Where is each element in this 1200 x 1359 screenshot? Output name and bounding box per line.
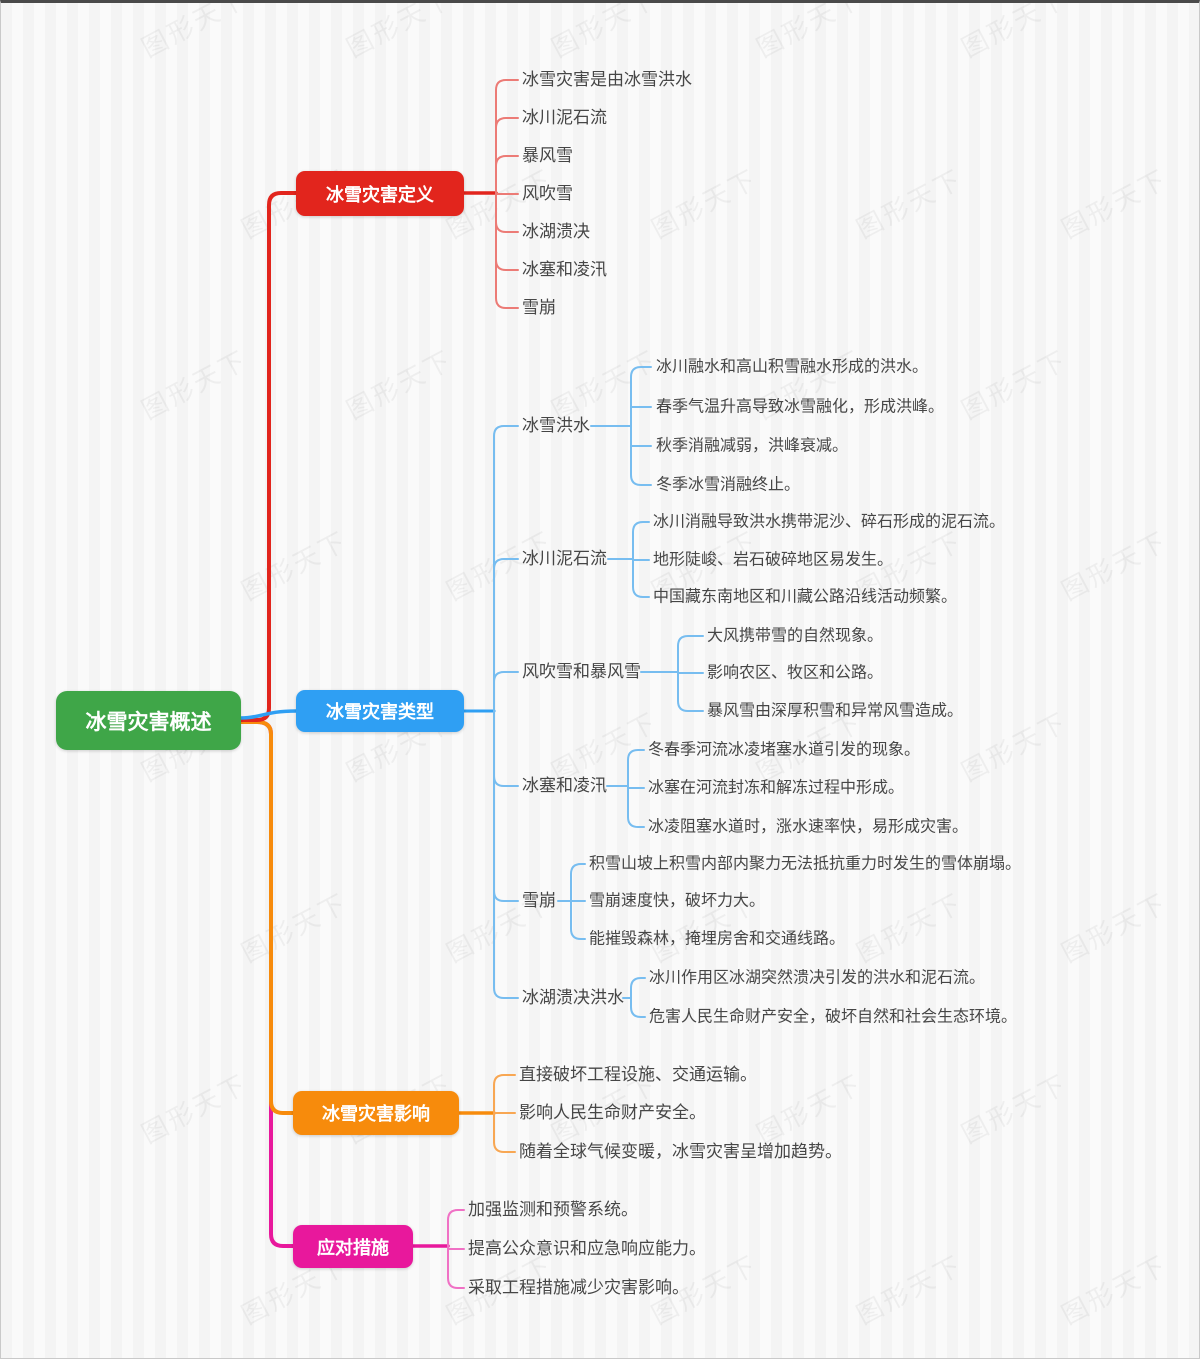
leaf-node[interactable]: 冰川作用区冰湖突然溃决引发的洪水和泥石流。 [649, 969, 986, 987]
topic-node[interactable]: 暴风雪 [522, 145, 573, 165]
branch-node-measures[interactable]: 应对措施 [293, 1225, 413, 1268]
topic-node[interactable]: 雪崩 [522, 297, 556, 317]
topic-node[interactable]: 采取工程措施减少灾害影响。 [468, 1277, 689, 1297]
subtopic-node[interactable]: 雪崩 [522, 890, 556, 910]
root-node[interactable]: 冰雪灾害概述 [56, 691, 241, 750]
leaf-node[interactable]: 中国藏东南地区和川藏公路沿线活动频繁。 [653, 588, 958, 606]
connector-lines [239, 79, 704, 1289]
topic-node[interactable]: 冰湖溃决 [522, 221, 590, 241]
branch-node-definition[interactable]: 冰雪灾害定义 [296, 171, 464, 216]
topic-node[interactable]: 直接破坏工程设施、交通运输。 [519, 1064, 757, 1084]
leaf-node[interactable]: 冰塞在河流封冻和解冻过程中形成。 [648, 779, 905, 797]
leaf-node[interactable]: 冰凌阻塞水道时，涨水速率快，易形成灾害。 [648, 818, 969, 836]
leaf-node[interactable]: 冬春季河流冰凌堵塞水道引发的现象。 [648, 741, 921, 759]
topic-node[interactable]: 冰川泥石流 [522, 107, 607, 127]
leaf-node[interactable]: 积雪山坡上积雪内部内聚力无法抵抗重力时发生的雪体崩塌。 [589, 855, 1022, 873]
subtopic-node[interactable]: 风吹雪和暴风雪 [522, 661, 641, 681]
leaf-node[interactable]: 影响农区、牧区和公路。 [707, 664, 884, 682]
subtopic-node[interactable]: 冰川泥石流 [522, 548, 607, 568]
leaf-node[interactable]: 秋季消融减弱，洪峰衰减。 [656, 437, 849, 455]
leaf-node[interactable]: 冰川融水和高山积雪融水形成的洪水。 [656, 358, 929, 376]
topic-node[interactable]: 随着全球气候变暖，冰雪灾害呈增加趋势。 [519, 1141, 842, 1161]
leaf-node[interactable]: 能摧毁森林，掩埋房舍和交通线路。 [589, 930, 846, 948]
topic-node[interactable]: 冰塞和凌汛 [522, 259, 607, 279]
leaf-node[interactable]: 雪崩速度快，破坏力大。 [589, 892, 766, 910]
topic-node[interactable]: 提高公众意识和应急响应能力。 [468, 1238, 706, 1258]
topic-node[interactable]: 加强监测和预警系统。 [468, 1199, 638, 1219]
topic-node[interactable]: 影响人民生命财产安全。 [519, 1102, 706, 1122]
subtopic-node[interactable]: 冰雪洪水 [522, 415, 590, 435]
leaf-node[interactable]: 危害人民生命财产安全，破坏自然和社会生态环境。 [649, 1008, 1018, 1026]
branch-node-impact[interactable]: 冰雪灾害影响 [293, 1091, 459, 1135]
topic-node[interactable]: 风吹雪 [522, 183, 573, 203]
leaf-node[interactable]: 春季气温升高导致冰雪融化，形成洪峰。 [656, 398, 945, 416]
leaf-node[interactable]: 冰川消融导致洪水携带泥沙、碎石形成的泥石流。 [653, 513, 1006, 531]
leaf-node[interactable]: 冬季冰雪消融终止。 [656, 476, 801, 494]
leaf-node[interactable]: 地形陡峻、岩石破碎地区易发生。 [653, 551, 894, 569]
topic-node[interactable]: 冰雪灾害是由冰雪洪水 [522, 69, 692, 89]
leaf-node[interactable]: 大风携带雪的自然现象。 [707, 627, 884, 645]
subtopic-node[interactable]: 冰塞和凌汛 [522, 775, 607, 795]
subtopic-node[interactable]: 冰湖溃决洪水 [522, 987, 624, 1007]
branch-node-types[interactable]: 冰雪灾害类型 [296, 690, 464, 732]
leaf-node[interactable]: 暴风雪由深厚积雪和异常风雪造成。 [707, 702, 964, 720]
